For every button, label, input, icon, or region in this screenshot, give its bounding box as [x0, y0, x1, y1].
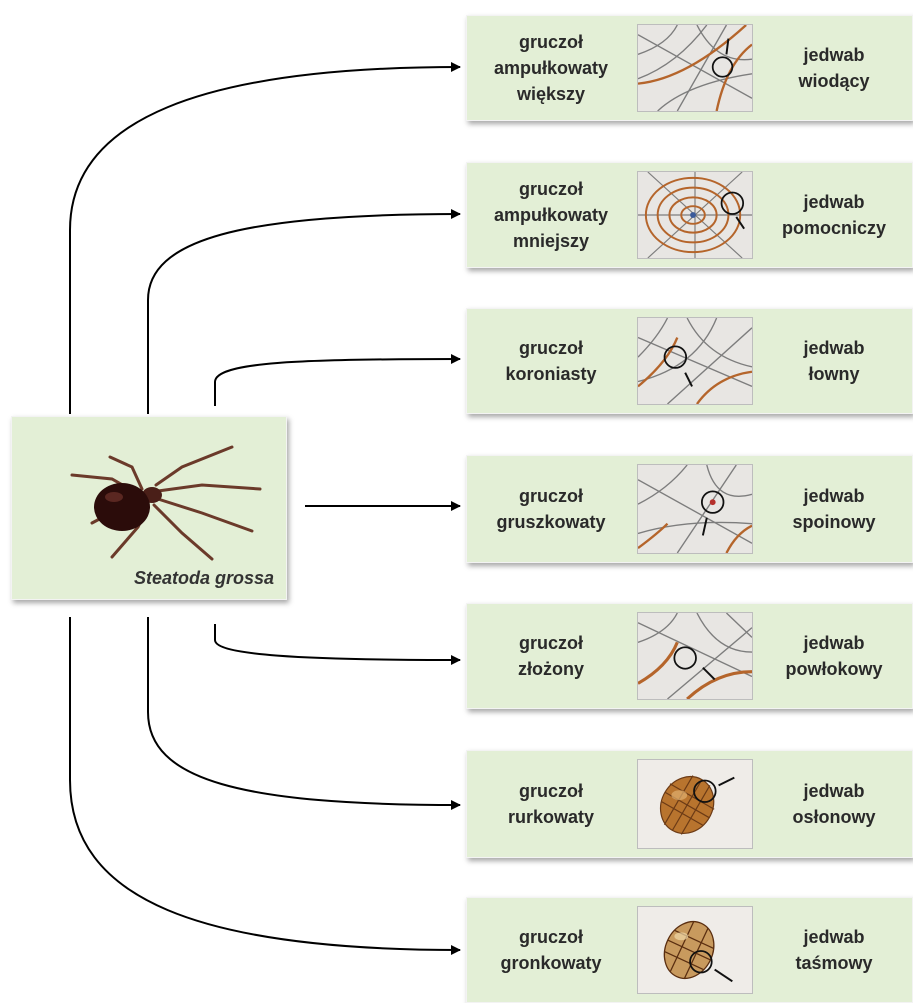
arrow-to-gland-6 [148, 617, 460, 805]
gland-name: gruczoł złożony [471, 604, 631, 708]
gland-row-5: gruczoł złożony jedwab powłokowy [466, 603, 913, 709]
web-capture-thread-icon [637, 317, 753, 405]
gland-name: gruczoł rurkowaty [471, 751, 631, 857]
orb-web-icon [637, 171, 753, 259]
gland-row-3: gruczoł koroniasty jedwab łowny [466, 308, 913, 414]
web-coating-icon [637, 612, 753, 700]
gland-name: gruczoł ampułkowaty mniejszy [471, 163, 631, 267]
silk-type: jedwab wiodący [757, 16, 911, 120]
web-corner-circle-icon [637, 24, 753, 112]
gland-row-6: gruczoł rurkowaty jedwab osłonowy [466, 750, 913, 858]
silk-type: jedwab spoinowy [757, 456, 911, 562]
gland-row-4: gruczoł gruszkowaty jedwab spoinowy [466, 455, 913, 563]
gland-row-7: gruczoł gronkowaty jedwab taśmowy [466, 897, 913, 1003]
arrow-to-gland-2 [148, 214, 460, 414]
egg-sac-icon [637, 759, 753, 849]
arrow-to-gland-3 [215, 359, 460, 406]
spider-panel: Steatoda grossa [11, 416, 287, 600]
silk-type: jedwab łowny [757, 309, 911, 413]
gland-name: gruczoł koroniasty [471, 309, 631, 413]
web-junction-icon [637, 464, 753, 554]
arrow-to-gland-5 [215, 624, 460, 660]
silk-type: jedwab pomocniczy [757, 163, 911, 267]
gland-row-2: gruczoł ampułkowaty mniejszy jedwab pomo… [466, 162, 913, 268]
gland-name: gruczoł ampułkowaty większy [471, 16, 631, 120]
gland-name: gruczoł gruszkowaty [471, 456, 631, 562]
spider-illustration [52, 427, 272, 577]
silk-type: jedwab osłonowy [757, 751, 911, 857]
gland-name: gruczoł gronkowaty [471, 898, 631, 1002]
arrow-to-gland-1 [70, 67, 460, 414]
silk-type: jedwab powłokowy [757, 604, 911, 708]
silk-type: jedwab taśmowy [757, 898, 911, 1002]
wrapped-egg-sac-icon [637, 906, 753, 994]
species-name: Steatoda grossa [134, 568, 274, 589]
gland-row-1: gruczoł ampułkowaty większy jedwab wiodą… [466, 15, 913, 121]
arrow-to-gland-7 [70, 617, 460, 950]
